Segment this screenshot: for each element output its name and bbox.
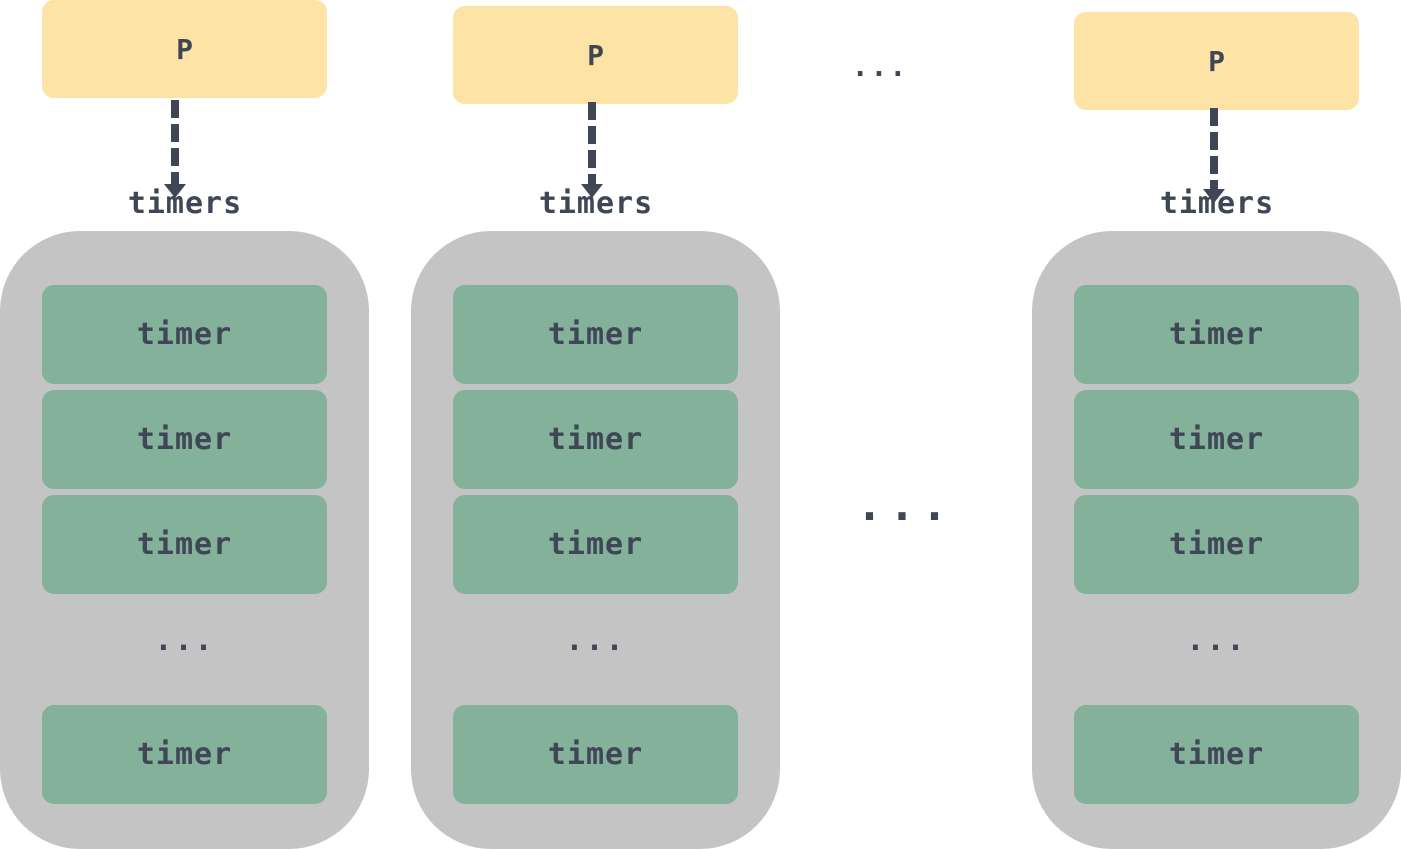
processor-column-2: P timers timer timer timer ... timer	[411, 0, 781, 849]
timers-container: timer timer timer ... timer	[1032, 231, 1401, 849]
p-box: P	[453, 6, 738, 104]
p-box: P	[1074, 12, 1359, 110]
timers-ellipsis: ...	[154, 623, 215, 658]
timers-label: timers	[538, 186, 654, 221]
dashed-arrow-icon	[581, 102, 603, 198]
processor-column-1: P timers timer timer timer ... timer	[0, 0, 370, 849]
dashed-arrow-icon	[1203, 108, 1225, 203]
timer-item: timer	[42, 285, 327, 384]
processor-column-3: P timers timer timer timer ... timer	[1032, 0, 1401, 849]
timer-item-last: timer	[453, 705, 738, 804]
timer-item: timer	[453, 285, 738, 384]
dashed-arrow-icon	[164, 100, 186, 198]
timers-container: timer timer timer ... timer	[0, 231, 369, 849]
top-ellipsis: ...	[851, 50, 909, 83]
timers-label: timers	[127, 186, 243, 221]
p-label: P	[176, 32, 193, 66]
timer-item-last: timer	[42, 705, 327, 804]
p-label: P	[1208, 44, 1225, 78]
p-box: P	[42, 0, 327, 98]
timers-ellipsis: ...	[1186, 623, 1247, 658]
p-label: P	[587, 38, 604, 72]
timer-item: timer	[1074, 285, 1359, 384]
middle-ellipsis: ...	[856, 480, 954, 531]
timers-label: timers	[1159, 186, 1275, 221]
timers-container: timer timer timer ... timer	[411, 231, 780, 849]
timers-ellipsis: ...	[565, 623, 626, 658]
timer-item: timer	[42, 495, 327, 594]
timer-item: timer	[1074, 495, 1359, 594]
timer-item: timer	[42, 390, 327, 489]
timer-item: timer	[453, 390, 738, 489]
timer-item: timer	[1074, 390, 1359, 489]
timer-item-last: timer	[1074, 705, 1359, 804]
timer-item: timer	[453, 495, 738, 594]
